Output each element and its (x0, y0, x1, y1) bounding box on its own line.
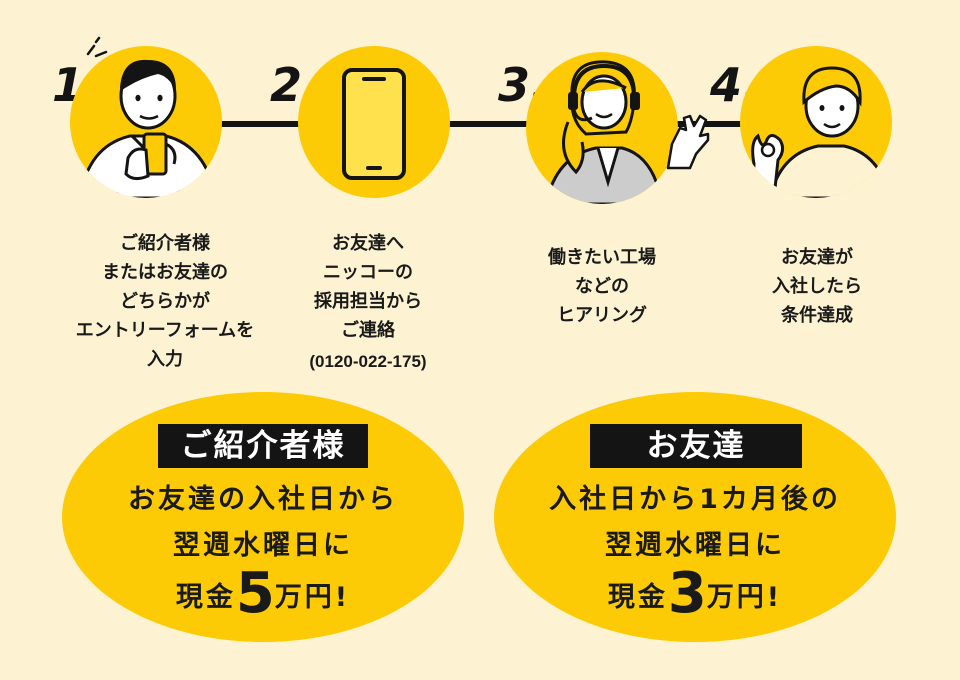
referrer-reward-amount: 5 (235, 561, 275, 626)
referrer-reward-amount-line: 現金5万円! (62, 566, 464, 622)
referrer-reward-line-1: お友達の入社日から (128, 484, 398, 515)
step-1-line-5: 入力 (147, 349, 183, 370)
step-4-illustration (740, 46, 892, 198)
friend-reward-amount-line: 現金3万円! (494, 566, 896, 622)
step-1-illustration (70, 46, 222, 198)
friend-reward-tag: お友達 (590, 424, 802, 468)
friend-reward-suffix: 万円! (706, 582, 783, 613)
step-4-line-3: 条件達成 (781, 305, 853, 326)
smartphone-icon (342, 68, 406, 180)
step-2-description: お友達へ ニッコーの 採用担当から ご連絡 (268, 229, 468, 345)
step-1-line-3: どちらかが (120, 291, 210, 312)
friend-reward-line-2: 翌週水曜日に (605, 530, 785, 561)
referrer-reward-line-2: 翌週水曜日に (173, 530, 353, 561)
step-connector-line (140, 121, 820, 127)
step-4-line-1: お友達が (781, 247, 853, 268)
step-2-line-1: お友達へ (332, 233, 404, 254)
referrer-reward-prefix: 現金 (175, 582, 236, 613)
step-3-line-3: ヒアリング (557, 305, 647, 326)
sparkle-lines-icon (86, 36, 108, 58)
referrer-reward-tag: ご紹介者様 (158, 424, 368, 468)
step-1-line-4: エントリーフォームを (75, 320, 255, 341)
friend-reward-prefix: 現金 (607, 582, 668, 613)
step-3-line-2: などの (575, 276, 629, 297)
step-2-line-4: ご連絡 (341, 320, 395, 341)
man-holding-smartphone-icon (78, 59, 218, 198)
headset-operator-icon (544, 60, 664, 204)
ok-gesture-person-icon (750, 66, 892, 198)
step-2-illustration (298, 46, 450, 198)
step-1-line-1: ご紹介者様 (120, 233, 210, 254)
step-2-phone-number: (0120-022-175) (309, 352, 427, 371)
step-2-line-3: 採用担当から (314, 291, 422, 312)
step-4-line-2: 入社したら (772, 276, 862, 297)
referrer-reward-suffix: 万円! (274, 582, 351, 613)
step-1-description: ご紹介者様 またはお友達の どちらかが エントリーフォームを 入力 (65, 229, 265, 374)
step-1-line-2: またはお友達の (102, 262, 228, 283)
waving-hand-icon (666, 114, 710, 170)
friend-reward-line-1: 入社日から1カ月後の (549, 484, 841, 515)
step-2-line-2: ニッコーの (323, 262, 413, 283)
step-3-description: 働きたい工場 などの ヒアリング (502, 243, 702, 330)
step-3-line-1: 働きたい工場 (548, 247, 656, 268)
step-4-description: お友達が 入社したら 条件達成 (717, 243, 917, 330)
step-3-illustration (526, 52, 678, 204)
friend-reward-amount: 3 (667, 561, 707, 626)
